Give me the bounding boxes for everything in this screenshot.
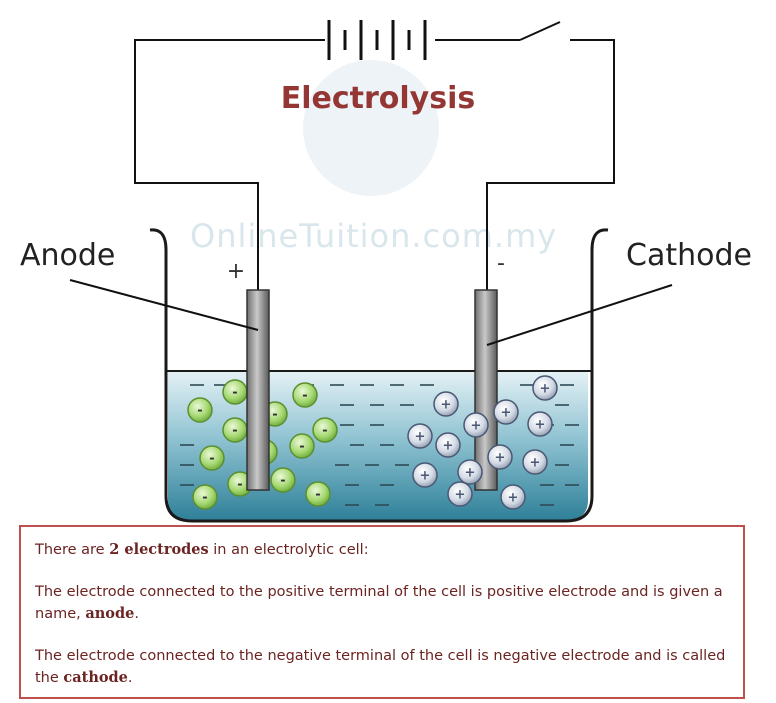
anion-ion-symbol: - xyxy=(232,424,237,439)
info-box: There are 2 electrodes in an electrolyti… xyxy=(19,525,745,699)
anion-ion-symbol: - xyxy=(299,440,304,455)
cation-ions: + + + + + + + + + + + + + xyxy=(407,375,558,510)
cation-ion-symbol: + xyxy=(471,419,482,434)
cathode-electrode xyxy=(474,289,498,491)
cation-ion xyxy=(532,375,558,401)
anion-ion-symbol: - xyxy=(202,491,207,506)
electrolysis-diagram: OnlineTuition.com.my Electrolysis xyxy=(20,20,752,523)
cation-ion xyxy=(522,449,548,475)
cation-ion-symbol: + xyxy=(455,488,466,503)
anode-electrode xyxy=(246,289,270,491)
battery-icon xyxy=(327,20,427,60)
diagram-title: Electrolysis xyxy=(281,81,476,116)
anion-ion xyxy=(312,417,338,443)
cation-ion xyxy=(463,412,489,438)
cation-ion-symbol: + xyxy=(540,382,551,397)
anion-ion xyxy=(199,445,225,471)
anion-ion-symbol: - xyxy=(280,474,285,489)
anion-ion xyxy=(305,481,331,507)
cation-ion-symbol: + xyxy=(415,430,426,445)
cation-ion xyxy=(487,444,513,470)
electrolyte-dashes xyxy=(180,384,579,506)
cation-ion-symbol: + xyxy=(530,456,541,471)
circuit-wire xyxy=(134,21,615,290)
cathode-label: Cathode xyxy=(626,238,752,273)
cation-ion-symbol: + xyxy=(465,466,476,481)
cathode-sign: - xyxy=(497,251,505,276)
cation-ion xyxy=(433,391,459,417)
cation-ion xyxy=(412,462,438,488)
anion-ions: ------------- xyxy=(187,379,338,510)
beaker xyxy=(149,228,609,523)
watermark: OnlineTuition.com.my xyxy=(190,217,557,255)
anion-ion-symbol: - xyxy=(197,404,202,419)
cation-ion-symbol: + xyxy=(508,491,519,506)
info-line-1: There are 2 electrodes in an electrolyti… xyxy=(35,541,369,558)
anion-ion xyxy=(187,397,213,423)
cation-ion-symbol: + xyxy=(495,451,506,466)
anode-label: Anode xyxy=(20,238,115,273)
cation-ion-symbol: + xyxy=(501,406,512,421)
info-line-3: The electrode connected to the negative … xyxy=(35,648,726,686)
cation-ion xyxy=(457,459,483,485)
anion-ion-symbol: - xyxy=(315,488,320,503)
cation-ion xyxy=(447,481,473,507)
cation-ion-symbol: + xyxy=(535,418,546,433)
watermark-globe xyxy=(303,60,439,196)
anion-ion xyxy=(289,433,315,459)
info-line-2: The electrode connected to the positive … xyxy=(35,584,723,622)
cation-ion xyxy=(500,484,526,510)
cation-ion-symbol: + xyxy=(443,439,454,454)
anode-pointer xyxy=(69,279,259,331)
anion-ion-symbol: - xyxy=(322,424,327,439)
anode-sign: + xyxy=(227,259,245,284)
anion-ion-symbol: - xyxy=(237,478,242,493)
cation-ion-symbol: + xyxy=(420,469,431,484)
anion-ion-symbol: - xyxy=(232,386,237,401)
cathode-pointer xyxy=(486,284,673,346)
cation-ion xyxy=(407,423,433,449)
anion-ion-symbol: - xyxy=(272,408,277,423)
anion-ion xyxy=(270,467,296,493)
anion-ion xyxy=(292,382,318,408)
anion-ion xyxy=(192,484,218,510)
cation-ion xyxy=(435,432,461,458)
cation-ion-symbol: + xyxy=(441,398,452,413)
anion-ion-symbol: - xyxy=(302,389,307,404)
cation-ion xyxy=(527,411,553,437)
cation-ion xyxy=(493,399,519,425)
anion-ion-symbol: - xyxy=(209,452,214,467)
